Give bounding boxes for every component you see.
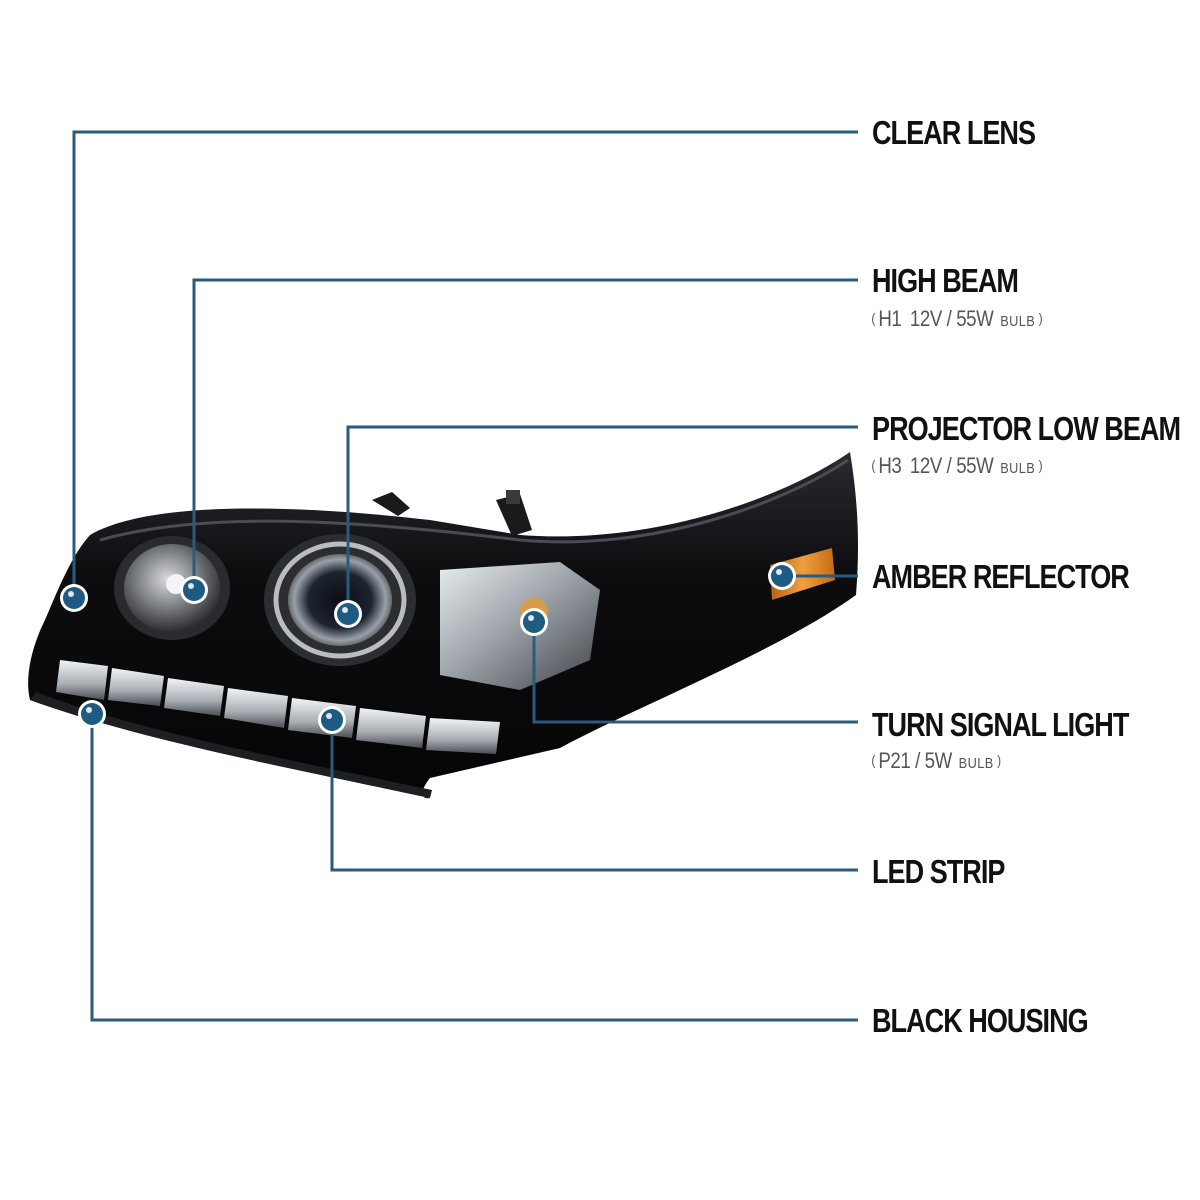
led-strip-segments (56, 660, 500, 754)
label-turn-signal-light: TURN SIGNAL LIGHT (872, 706, 1129, 743)
leader-black-housing (90, 714, 858, 1022)
spec-projector-rating: 12V / 55W (909, 453, 994, 478)
mounting-tab (496, 494, 532, 536)
label-black-housing: BLACK HOUSING (872, 1002, 1089, 1039)
dot-turn-signal-light (520, 608, 548, 636)
spec-high-beam-type: H1 (878, 306, 902, 331)
leader-high-beam (192, 278, 858, 590)
label-led-strip: LED STRIP (872, 853, 1005, 890)
dot-led-strip (318, 706, 346, 734)
headlight-illustration (28, 452, 858, 799)
leader-led-strip (330, 720, 858, 872)
label-clear-lens: CLEAR LENS (872, 114, 1036, 151)
leader-clear-lens (72, 130, 858, 598)
spec-turn-signal-suffix: BULB (958, 755, 994, 772)
dot-clear-lens (60, 584, 88, 612)
marker-dots (60, 562, 796, 734)
mounting-bolt (506, 490, 520, 504)
dot-high-beam (180, 576, 208, 604)
spec-projector-type: H3 (878, 453, 902, 478)
label-high-beam: HIGH BEAM (872, 262, 1019, 299)
dot-projector-low-beam (334, 600, 362, 628)
leader-turn-signal-light (532, 622, 858, 724)
spec-turn-signal-rating: P21 / 5W (878, 748, 952, 773)
corner-reflector (440, 562, 600, 690)
spec-high-beam-rating: 12V / 55W (909, 306, 994, 331)
label-projector-low-beam: PROJECTOR LOW BEAM (872, 410, 1181, 447)
projector-halo (273, 541, 407, 659)
leader-projector-low-beam (346, 425, 858, 614)
projector-lens (288, 554, 392, 646)
dot-amber-reflector (768, 562, 796, 590)
housing-rim (99, 458, 849, 544)
spec-projector-suffix: BULB (1000, 460, 1036, 477)
spec-high-beam-suffix: BULB (1000, 313, 1036, 330)
leader-lines (72, 130, 858, 1022)
label-amber-reflector: AMBER REFLECTOR (872, 558, 1130, 595)
mounting-tab (372, 492, 410, 516)
dot-black-housing (78, 700, 106, 728)
